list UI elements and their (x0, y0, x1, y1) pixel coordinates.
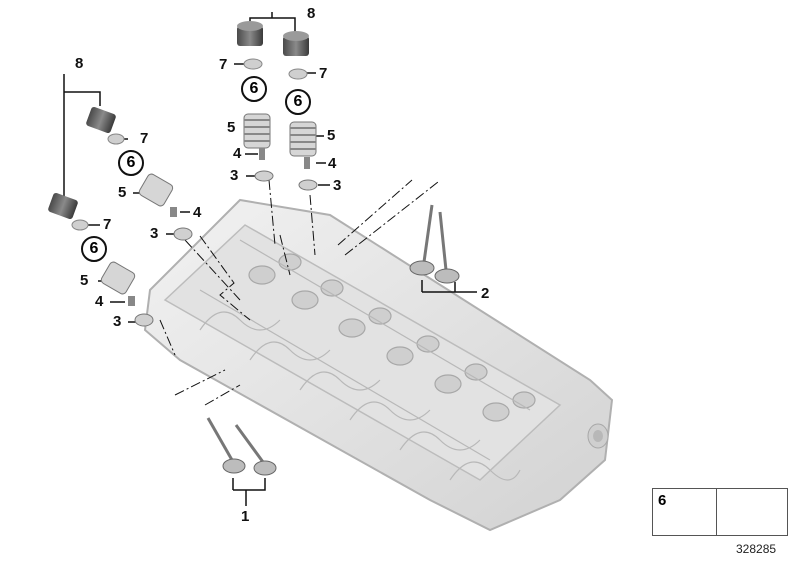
reference-box-divider (716, 488, 717, 536)
reference-box (652, 488, 788, 536)
callout-5-upper-right: 5 (327, 127, 336, 144)
callout-6-upper-right: 6 (285, 89, 311, 115)
projection-lines (159, 179, 439, 406)
callout-5-upper-left: 5 (227, 119, 236, 136)
callout-1: 1 (241, 508, 250, 525)
callout-5-left-upper: 5 (118, 184, 127, 201)
callout-4-left-lower: 4 (95, 293, 104, 310)
valve-stack-left-upper (86, 107, 193, 241)
image-number: 328285 (736, 542, 777, 556)
exhaust-valve-pair (409, 204, 460, 284)
callout-2: 2 (481, 285, 490, 302)
callout-4-upper-right: 4 (328, 155, 337, 172)
cylinder-head (143, 198, 614, 532)
callout-3-left-upper: 3 (150, 225, 159, 242)
callout-8-left: 8 (75, 55, 84, 72)
valve-stack-upper-right (283, 31, 318, 191)
callout-3-left-lower: 3 (113, 313, 122, 330)
intake-valve-pair (206, 417, 277, 476)
callout-8-upper: 8 (307, 5, 316, 22)
callout-4-upper-left: 4 (233, 145, 242, 162)
callout-6-left-lower: 6 (81, 236, 107, 262)
callout-3-upper-left: 3 (230, 167, 239, 184)
callout-5-left-lower: 5 (80, 272, 89, 289)
callout-7-left-upper: 7 (140, 130, 149, 147)
callout-7-left-lower: 7 (103, 216, 112, 233)
callout-6-upper-left: 6 (241, 76, 267, 102)
callout-7-upper-right: 7 (319, 65, 328, 82)
valve-stack-upper-left (237, 21, 274, 182)
callout-6-left-upper: 6 (118, 150, 144, 176)
valve-stack-left-lower (48, 193, 154, 327)
reference-item-number: 6 (658, 492, 667, 509)
callout-3-upper-right: 3 (333, 177, 342, 194)
callout-7-upper-left: 7 (219, 56, 228, 73)
callout-4-left-upper: 4 (193, 204, 202, 221)
